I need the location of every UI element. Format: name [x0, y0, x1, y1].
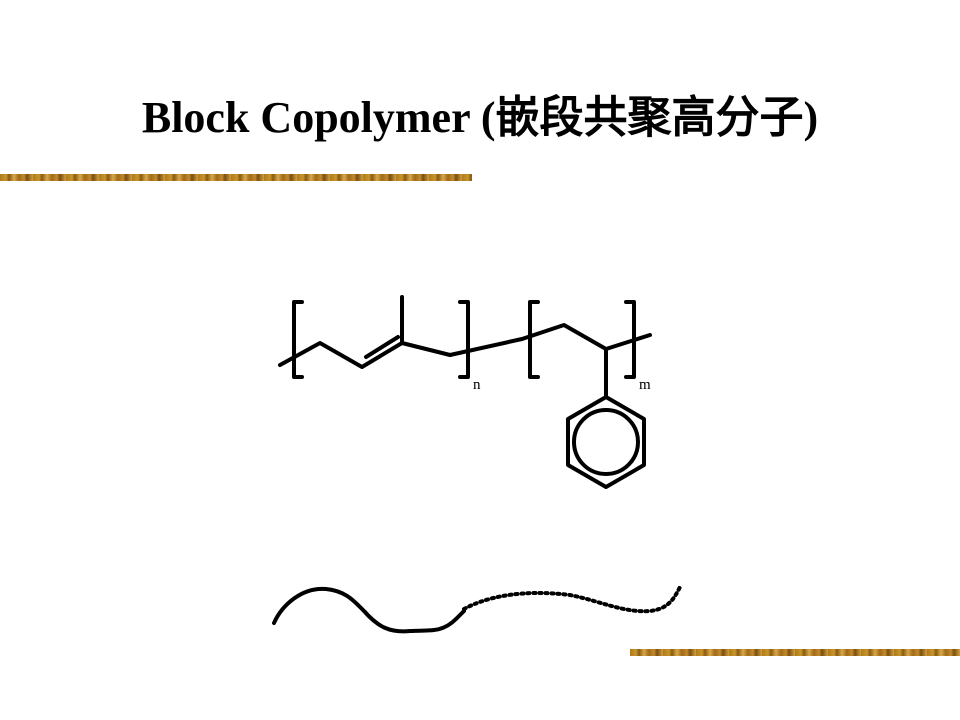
- bottom-accent-bar: [630, 649, 960, 656]
- solid-chain-segment: [272, 586, 466, 634]
- aromatic-circle: [572, 408, 640, 476]
- benzene-ring: [566, 395, 646, 489]
- block-chain-sketch: [272, 585, 682, 634]
- bracket-right-block-1: [458, 300, 470, 379]
- dotted-chain-segment: [462, 585, 682, 614]
- double-bond-line: [364, 335, 400, 359]
- styrene-backbone: [520, 323, 652, 351]
- chemical-structure-diagram: n m: [278, 295, 652, 489]
- bracket-left-block-2: [528, 300, 540, 379]
- bracket-left-block-1: [292, 300, 304, 379]
- linking-bond: [448, 337, 524, 357]
- butadiene-backbone: [278, 341, 452, 369]
- subscript-m: m: [639, 377, 651, 393]
- bracket-right-block-2: [624, 300, 636, 379]
- subscript-n: n: [473, 377, 481, 393]
- title-underline-bar: [0, 174, 472, 181]
- slide-title: Block Copolymer (嵌段共聚高分子): [141, 93, 819, 142]
